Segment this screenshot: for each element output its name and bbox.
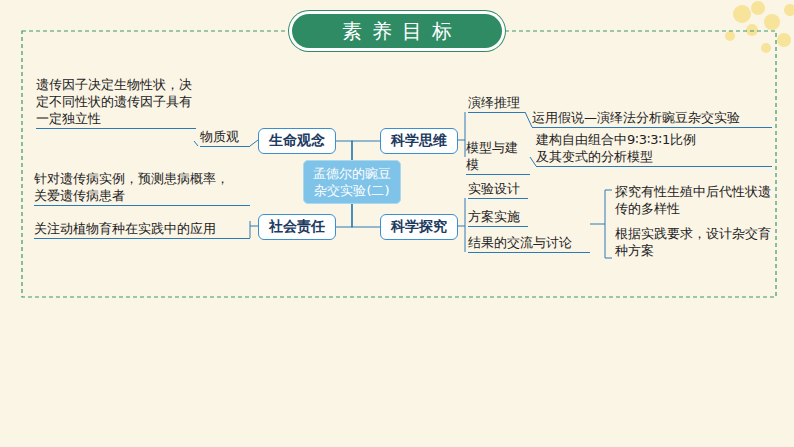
goal-text: 结果的交流与讨论 (468, 234, 590, 253)
goal-text: 运用假说—演绎法分析豌豆杂交实验 (532, 109, 772, 128)
category-box: 科学思维 (380, 128, 458, 154)
goal-text: 探究有性生殖中后代性状遗传的多样性 (615, 183, 773, 218)
goal-text: 遗传因子决定生物性状，决定不同性状的遗传因子具有一定独立性 (36, 76, 196, 129)
connector-line (352, 204, 380, 227)
category-text: 生命观念 (269, 132, 325, 150)
category-text: 科学思维 (391, 132, 447, 150)
goal-text: 物质观 (200, 128, 250, 147)
goal-text: 实验设计 (468, 180, 528, 199)
title-pill: 素养目标 (292, 14, 502, 48)
flower-decoration (725, 1, 794, 53)
goal-text: 根据实践要求，设计杂交育种方案 (615, 225, 773, 260)
connector-line (352, 141, 380, 160)
center-text: 孟德尔的豌豆杂交实验(二) (312, 165, 392, 199)
goal-text: 关注动植物育种在实践中的应用 (34, 220, 250, 239)
category-box: 社会责任 (258, 214, 336, 240)
goal-text: 模型与建模 (466, 139, 530, 175)
connector-line (336, 141, 352, 160)
goal-text: 方案实施 (468, 208, 528, 227)
dashed-frame (22, 31, 776, 297)
category-text: 社会责任 (269, 218, 325, 236)
connector-line (336, 204, 352, 227)
goal-text: 针对遗传病实例，预测患病概率，关爱遗传病患者 (34, 170, 250, 206)
goal-text: 演绎推理 (468, 94, 525, 113)
category-box: 科学探究 (380, 214, 458, 240)
category-box: 生命观念 (258, 128, 336, 154)
center-box: 孟德尔的豌豆杂交实验(二) (303, 160, 401, 204)
category-text: 科学探究 (391, 218, 447, 236)
goal-text: 建构自由组合中9∶3∶3∶1比例及其变式的分析模型 (536, 131, 772, 167)
